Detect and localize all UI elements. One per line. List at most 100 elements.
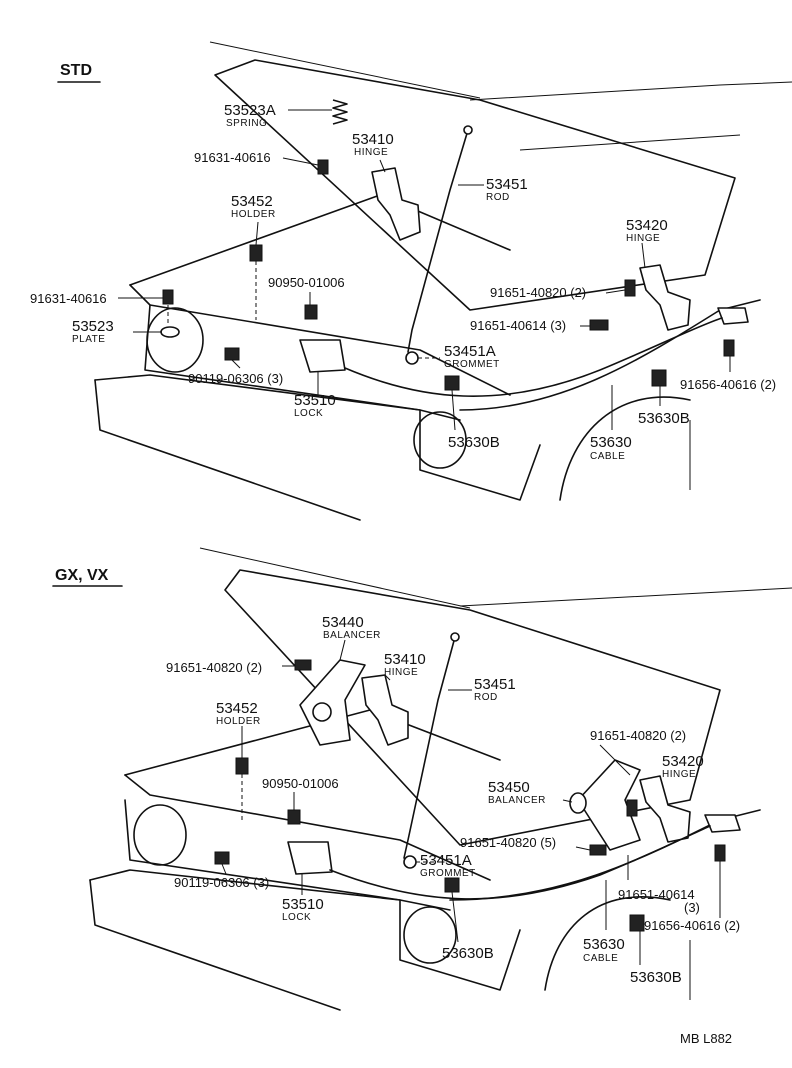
std-headlight-right [413,411,467,469]
gx-bumper-face [89,879,341,1011]
gx-bolt-part-3 [589,844,607,856]
gx-clamp-right-part [629,914,645,932]
std-hinge-left-part [371,167,421,241]
gx-cable-handle-part [704,814,741,833]
gx-lock-part [287,841,333,875]
gx-screw-part [214,851,230,865]
gx-lock-number: 53510 [282,896,324,913]
gx-rod-top-end [450,632,460,642]
std-cable-number: 53630 [590,434,632,451]
std-cushion-part [304,304,318,320]
gx-headlight-left [133,804,187,866]
std-hinge-right-part [639,264,691,331]
std-engine-bay-rear [129,194,511,286]
std-cable-handle-part [717,307,749,325]
gx-hood-edge-line [199,547,471,609]
gx-leader-lines [221,639,721,965]
gx-holder-name: HOLDER [216,716,261,727]
std-grommet-part [405,351,419,365]
std-rod-top-end [463,125,473,135]
gx-hinge-right-part [639,775,691,843]
std-car-body-drawing [94,41,792,521]
std-rod-part [407,129,469,353]
std-screw-a-label: 90119-06306 (3) [188,371,283,386]
std-bolt-part-4 [589,319,609,331]
gx-bolt-d-label: 91651-40614 [618,887,695,902]
std-clamp-center-part [444,375,460,391]
gx-clamp-right-label: 53630B [630,969,682,986]
std-cushion-label: 90950-01006 [268,275,345,290]
gx-balancer-left-number: 53440 [322,614,364,631]
std-plate-part [160,326,180,338]
gx-grommet-part [403,855,417,869]
gx-bolt-part-1 [294,659,312,671]
gx-hinge-left-name: HINGE [384,667,418,678]
std-bolt-e-label: 91656-40616 (2) [680,377,776,392]
gx-section-title: GX, VX [55,567,109,584]
std-rod-name: ROD [486,192,510,203]
gx-section: GX, VX [52,547,792,1011]
gx-bolt-part-4 [714,844,726,862]
std-labels: 53523A SPRING 53410 HINGE 91631-40616 53… [30,102,776,462]
std-spring-number: 53523A [224,102,276,119]
std-lock-number: 53510 [294,392,336,409]
gx-windshield-line [459,587,792,607]
gx-screw-a-label: 90119-06306 (3) [174,875,269,890]
std-bolt-c-label: 91651-40820 (2) [490,285,586,300]
gx-rod-number: 53451 [474,676,516,693]
std-holder-number: 53452 [231,193,273,210]
gx-bolt-e-label: 91656-40616 (2) [644,918,740,933]
gx-headlight-right [403,906,457,964]
gx-bumper-top [89,869,521,991]
std-screw-part [224,347,240,361]
gx-balancer-left-pivot [312,702,332,722]
std-hinge-left-number: 53410 [352,131,394,148]
std-clamp-right-part [651,369,667,387]
std-bumper-face [94,379,361,521]
gx-cushion-label: 90950-01006 [262,776,339,791]
gx-bolt-part-2 [626,799,638,817]
std-rod-number: 53451 [486,176,528,193]
gx-bolt-c-label: 91651-40820 (5) [460,835,556,850]
std-windshield-line [469,81,792,101]
std-hinge-right-number: 53420 [626,217,668,234]
std-leader-lines [118,109,731,431]
gx-rod-name: ROD [474,692,498,703]
gx-cable-number: 53630 [583,936,625,953]
gx-holder-number: 53452 [216,700,258,717]
std-grommet-number: 53451A [444,343,496,360]
gx-hinge-left-number: 53410 [384,651,426,668]
gx-lock-name: LOCK [282,912,311,923]
std-bolt-part-2 [162,289,174,305]
gx-bolt-a-label: 91651-40820 (2) [166,660,262,675]
gx-balancer-right-number: 53450 [488,779,530,796]
std-section-title: STD [60,62,92,79]
gx-hinge-left-part [361,674,409,746]
std-spring-name: SPRING [226,118,267,129]
std-bolt-a-label: 91631-40616 [194,150,271,165]
gx-grommet-name: GROMMET [420,868,476,879]
gx-radiator-support [124,774,491,881]
std-bolt-part-1 [317,159,329,175]
gx-labels: 53440 BALANCER 53410 HINGE 91651-40820 (… [166,614,740,986]
std-hood-edge-line [209,41,481,99]
std-cable-name: CABLE [590,451,625,462]
std-grommet-name: GROMMET [444,359,500,370]
std-fender-line [459,299,761,411]
std-section: STD [30,41,792,521]
gx-balancer-right-pivot [569,792,587,814]
gx-bolt-b-label: 91651-40820 (2) [590,728,686,743]
gx-balancer-left-name: BALANCER [323,630,381,641]
std-bolt-part-3 [624,279,636,297]
std-lock-name: LOCK [294,408,323,419]
gx-cable-name: CABLE [583,953,618,964]
gx-balancer-right-name: BALANCER [488,795,546,806]
gx-grille-panel [124,799,451,911]
std-hood-panel [214,59,736,311]
std-bolt-part-5 [723,339,735,357]
std-cowl-line [519,134,741,151]
gx-grommet-number: 53451A [420,852,472,869]
gx-rod-part [403,636,456,859]
std-parts [160,99,749,397]
gx-hinge-right-name: HINGE [662,769,696,780]
